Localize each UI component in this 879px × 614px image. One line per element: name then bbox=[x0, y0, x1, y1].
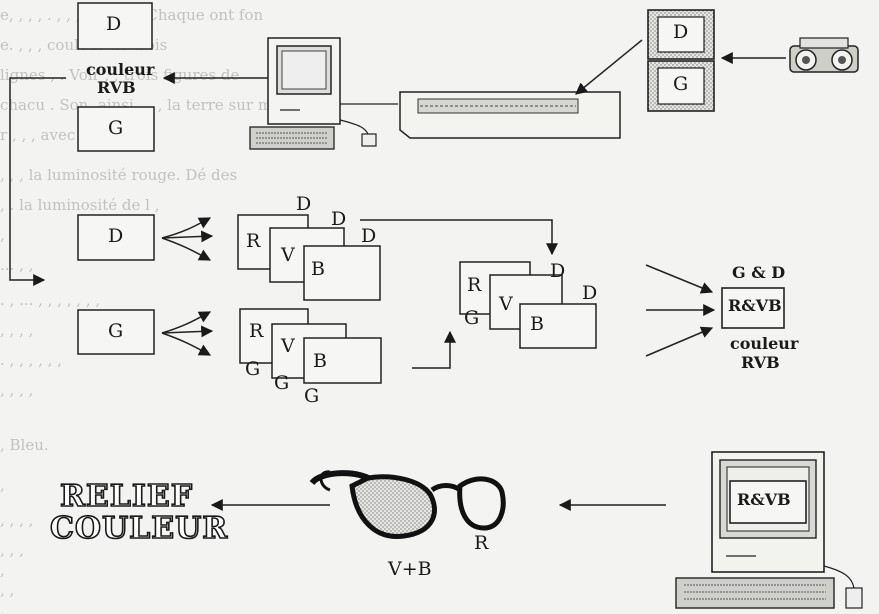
split-arrows-d bbox=[162, 218, 212, 260]
mid-left-d-label: D bbox=[108, 225, 123, 247]
merge-top-label: G & D bbox=[732, 263, 785, 282]
stack-top-d3-label: D bbox=[361, 225, 376, 247]
stereo-camera-icon bbox=[790, 38, 858, 72]
stack-mid-r-label: R bbox=[467, 274, 481, 296]
couleur-rvb-1-line1: couleur bbox=[86, 60, 154, 79]
top-right-g-label: G bbox=[673, 73, 688, 95]
stack-mid-g-label: G bbox=[464, 307, 479, 329]
relief-line1: RELIEF bbox=[60, 480, 193, 514]
scanner-icon bbox=[340, 92, 620, 138]
relief-line2: COULEUR bbox=[50, 512, 228, 546]
merge-box-label: R&VB bbox=[728, 296, 782, 315]
stack-mid-v-label: V bbox=[499, 293, 513, 315]
glasses-vb-label: V+B bbox=[388, 558, 432, 580]
photo-to-scanner-arrow bbox=[576, 40, 642, 94]
top-left-d-label: D bbox=[106, 13, 121, 35]
stack-bot-v-label: V bbox=[281, 335, 295, 357]
merge-arrows bbox=[646, 265, 714, 356]
stack-top-r-label: R bbox=[246, 230, 260, 252]
top-right-d-label: D bbox=[673, 21, 688, 43]
couleur-rvb-2-line2: RVB bbox=[741, 353, 780, 372]
left-connector-arrow bbox=[10, 78, 66, 280]
top-computer-icon bbox=[250, 38, 376, 149]
stack-mid-d1-label: D bbox=[550, 260, 565, 282]
couleur-rvb-1-line2: RVB bbox=[97, 78, 136, 97]
stack-bot-g3-label: G bbox=[304, 385, 319, 407]
bottom-computer-icon bbox=[676, 452, 862, 608]
split-arrows-g bbox=[162, 312, 212, 355]
stack-bot-g1-label: G bbox=[245, 358, 260, 380]
top-left-g-label: G bbox=[108, 117, 123, 139]
bot-stack-to-mid-arrow bbox=[412, 332, 450, 368]
stack-bot-g2-label: G bbox=[274, 372, 289, 394]
couleur-rvb-2-line1: couleur bbox=[730, 334, 798, 353]
top-stack-to-mid-arrow bbox=[360, 220, 552, 254]
stack-mid-d2-label: D bbox=[582, 282, 597, 304]
stack-top-d2-label: D bbox=[331, 208, 346, 230]
anaglyph-glasses-icon bbox=[312, 472, 503, 537]
mid-left-g-label: G bbox=[108, 320, 123, 342]
stack-top-d1-label: D bbox=[296, 193, 311, 215]
stack-bot-b-label: B bbox=[313, 350, 327, 372]
glasses-r-label: R bbox=[474, 532, 488, 554]
stack-top-b-label: B bbox=[311, 258, 325, 280]
stack-mid-b-label: B bbox=[530, 313, 544, 335]
stack-bot-r-label: R bbox=[249, 320, 263, 342]
stack-top-v-label: V bbox=[281, 244, 295, 266]
screen-label: R&VB bbox=[737, 490, 791, 509]
